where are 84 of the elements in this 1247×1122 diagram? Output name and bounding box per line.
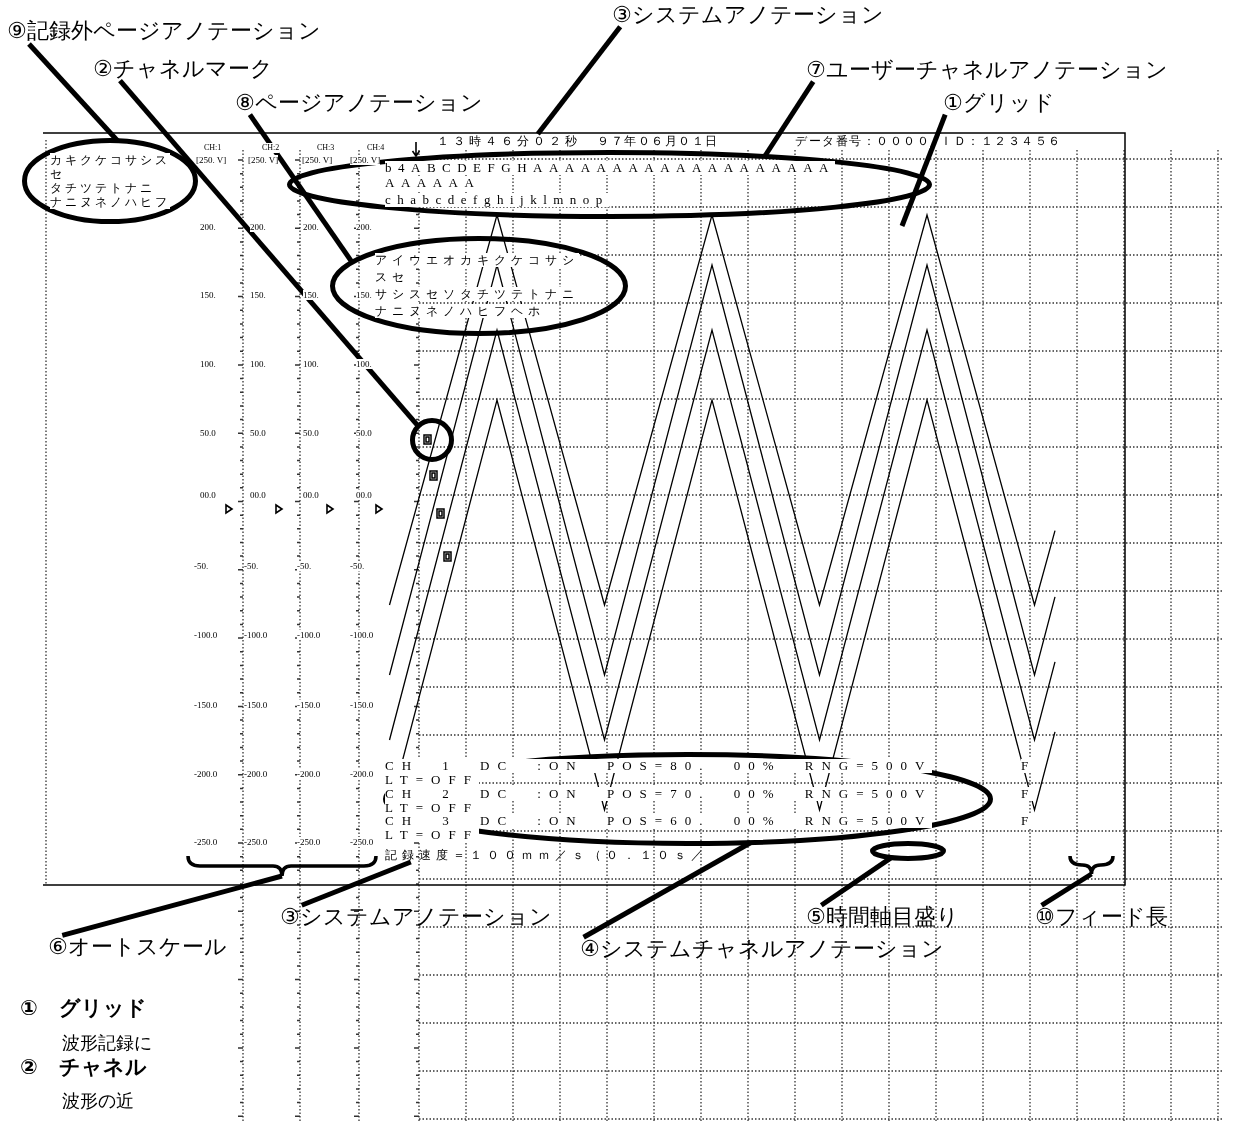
axis-value: -150.0 <box>244 700 268 710</box>
axis-value: 100. <box>200 359 216 369</box>
axis-value: 50.0 <box>250 428 266 438</box>
callout-label: ⑤時間軸目盛り <box>806 904 959 930</box>
callout-label: ①グリッド <box>943 90 1055 116</box>
callout-ellipse <box>22 138 198 224</box>
callout-label: ②チャネルマーク <box>93 56 273 82</box>
callout-ellipse <box>287 150 932 219</box>
callout-ellipse <box>870 841 946 861</box>
annotation-text: b4ABCDEFGHAAAAAAAAAAAAAAAAAAA <box>385 161 835 175</box>
leader-line <box>118 79 421 428</box>
axis-value: -50. <box>297 561 312 571</box>
axis-value: -50. <box>350 561 365 571</box>
axis-value: -100.0 <box>194 630 218 640</box>
axis-value: 150. <box>200 290 216 300</box>
axis-value: [250. V] <box>196 155 227 165</box>
leader-line <box>247 113 355 264</box>
axis-value: 50.0 <box>356 428 372 438</box>
annotation-text: CH 3 DC :ON POS=60. 00% RNG=500V <box>385 814 933 828</box>
channel-label: CH:3 <box>317 143 335 153</box>
callout-label: ⑩フィード長 <box>1035 904 1168 930</box>
axis-value: -50. <box>194 561 209 571</box>
axis-value: 200. <box>303 222 319 232</box>
callout-label: ③システムアノテーション <box>280 904 552 930</box>
axis-value: -100.0 <box>350 630 374 640</box>
axis-value: [250. V] <box>302 155 333 165</box>
axis-value: 100. <box>356 359 372 369</box>
channel-label: CH:4 <box>367 143 385 153</box>
axis-value: 150. <box>250 290 266 300</box>
callout-circle <box>410 418 454 462</box>
callout-ellipse <box>330 236 628 336</box>
channel-label: CH:2 <box>262 143 280 153</box>
axis-value: -200.0 <box>194 769 218 779</box>
annotation-text: chabcdefghijklmnop <box>385 193 609 207</box>
axis-value: 50.0 <box>200 428 216 438</box>
axis-value: 200. <box>250 222 266 232</box>
axis-value: -250.0 <box>350 837 374 847</box>
axis-value: 150. <box>356 290 372 300</box>
axis-value: -200.0 <box>297 769 321 779</box>
axis-value: 00.0 <box>200 490 216 500</box>
annotation-text: カキクケコサシス <box>50 153 170 167</box>
axis-value: -150.0 <box>350 700 374 710</box>
axis-value: 00.0 <box>303 490 319 500</box>
curly-brace <box>186 856 378 876</box>
leader-line <box>300 859 412 908</box>
callout-label: ⑨記録外ページアノテーション <box>7 18 321 44</box>
recording-speed-text: 記録速度＝１００ｍｍ／ｓ（０．１０ｓ／ <box>385 848 708 862</box>
axis-value: 100. <box>303 359 319 369</box>
annotation-text: アイウエオカキクケコサシ <box>375 253 579 267</box>
axis-value: [250. V] <box>248 155 279 165</box>
callout-label: ⑦ユーザーチャネルアノテーション <box>806 57 1168 83</box>
axis-value: 200. <box>356 222 372 232</box>
curly-brace <box>1068 856 1115 874</box>
callout-label: ⑥オートスケール <box>48 934 227 960</box>
axis-value: -150.0 <box>194 700 218 710</box>
axis-value: -100.0 <box>244 630 268 640</box>
annotation-text: LT=OFF <box>385 773 479 787</box>
annotation-text: ナニヌネノハヒフ <box>50 195 170 209</box>
callout-label: ③システムアノテーション <box>612 2 884 28</box>
leader-line <box>535 25 623 136</box>
axis-value: -150.0 <box>297 700 321 710</box>
body-text: 波形記録に <box>62 1032 152 1054</box>
channel-label: CH:1 <box>204 143 222 153</box>
axis-value: -100.0 <box>297 630 321 640</box>
header-text: データ番号：００００ <box>795 134 930 148</box>
leader-line <box>61 873 283 938</box>
leader-line <box>899 113 948 227</box>
axis-value: 00.0 <box>250 490 266 500</box>
axis-value: [250. V] <box>350 155 381 165</box>
axis-value: -250.0 <box>297 837 321 847</box>
axis-value: 00.0 <box>356 490 372 500</box>
body-text: 波形の近 <box>62 1090 134 1112</box>
axis-value: -200.0 <box>244 769 268 779</box>
leader-line <box>1040 871 1093 908</box>
annotation-text: CH 1 DC :ON POS=80. 00% RNG=500V <box>385 759 933 773</box>
axis-value: -250.0 <box>244 837 268 847</box>
axis-value: 200. <box>200 222 216 232</box>
callout-label: ⑧ページアノテーション <box>235 90 483 116</box>
timestamp-text: １３時４６分０２秒 <box>437 134 581 148</box>
axis-value: -50. <box>244 561 259 571</box>
callout-label: ④システムチャネルアノテーション <box>580 936 944 962</box>
axis-value: 50.0 <box>303 428 319 438</box>
axis-value: 100. <box>250 359 266 369</box>
annotation-text: LT=OFF <box>385 828 479 842</box>
